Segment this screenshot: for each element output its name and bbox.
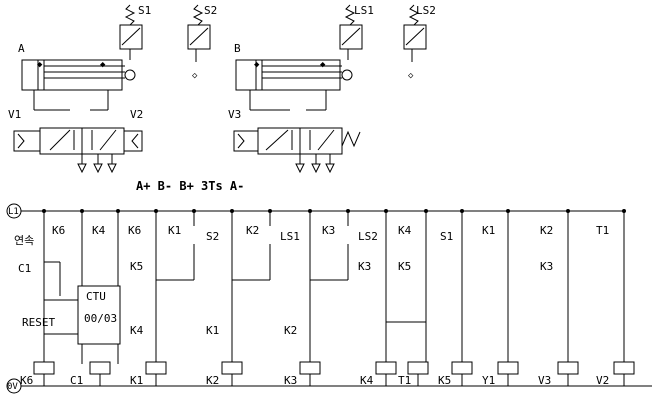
c1-contact-label: C1 (18, 262, 31, 275)
coil-box (145, 361, 167, 375)
cylinder-a: ◆ ◆ (21, 59, 136, 91)
contact-label: K3 (540, 260, 553, 273)
svg-text:◇: ◇ (192, 71, 198, 81)
rail-l1 (6, 203, 624, 219)
limit-switch-ls1 (339, 4, 363, 60)
coil-label: Y1 (482, 374, 495, 387)
counter-value: 00/03 (84, 312, 117, 325)
valve-v3-label: V3 (228, 108, 241, 121)
valve-v2-label: V2 (130, 108, 143, 121)
coil-label: K2 (206, 374, 219, 387)
counter-block (77, 285, 121, 345)
coil-label: V3 (538, 374, 551, 387)
rail-0v-label: 0V (7, 382, 18, 392)
coil-label: T1 (398, 374, 411, 387)
contact-label: K2 (246, 224, 259, 237)
switch-s1-label: S1 (138, 4, 151, 17)
switch-ls1-label: LS1 (354, 4, 374, 17)
coil-box (407, 361, 429, 375)
coil-label: C1 (70, 374, 83, 387)
coil-box (497, 361, 519, 375)
contact-label: K1 (482, 224, 495, 237)
switch-s2-label: S2 (204, 4, 217, 17)
contact-label: K1 (168, 224, 181, 237)
sequence-label: A+ B- B+ 3Ts A- (136, 179, 244, 193)
contact-label: K5 (130, 260, 143, 273)
contact-label: S1 (440, 230, 453, 243)
coils (33, 361, 635, 386)
contact-label: K6 (128, 224, 141, 237)
contact-label: K1 (206, 324, 219, 337)
contact-label: K6 (52, 224, 65, 237)
start-label: 연속 (14, 234, 34, 247)
limit-switch-s1 (119, 4, 143, 60)
svg-text:◆: ◆ (100, 60, 106, 70)
contact-label: K4 (398, 224, 412, 237)
contact-label: LS1 (280, 230, 300, 243)
cylinder-b-label: B (234, 42, 241, 55)
coil-label: K3 (284, 374, 297, 387)
coil-box (613, 361, 635, 375)
coil-label: K6 (20, 374, 33, 387)
contact-label: S2 (206, 230, 219, 243)
contact-label: K4 (130, 324, 144, 337)
svg-text:◇: ◇ (408, 71, 414, 81)
limit-switch-ls2: ◇ (403, 4, 427, 81)
contact-label: LS2 (358, 230, 378, 243)
reset-label: RESET (22, 316, 55, 329)
svg-text:◆: ◆ (254, 60, 260, 70)
valve-b (233, 90, 361, 174)
valve-a (13, 90, 143, 174)
cylinder-b: ◆ ◆ (235, 59, 353, 91)
contact-label: K3 (322, 224, 335, 237)
coil-label: K1 (130, 374, 143, 387)
svg-text:◆: ◆ (320, 60, 326, 70)
coil-label: K5 (438, 374, 451, 387)
switch-ls2-label: LS2 (416, 4, 436, 17)
counter-name: CTU (86, 290, 106, 303)
coil-box (451, 361, 473, 375)
coil-box (33, 361, 55, 375)
coil-box (299, 361, 321, 375)
contact-label: K2 (284, 324, 297, 337)
coil-label: V2 (596, 374, 609, 387)
valve-v1-label: V1 (8, 108, 21, 121)
svg-text:◆: ◆ (37, 60, 43, 70)
cylinder-a-label: A (18, 42, 25, 55)
rail-0v (6, 378, 652, 394)
coil-box (375, 361, 397, 375)
coil-box (557, 361, 579, 375)
contact-label: K2 (540, 224, 553, 237)
coil-box (89, 361, 111, 375)
coil-label: K4 (360, 374, 374, 387)
rail-l1-label: L1 (8, 207, 19, 217)
contact-label: K4 (92, 224, 106, 237)
contact-label: K3 (358, 260, 371, 273)
contact-label: T1 (596, 224, 609, 237)
coil-box (221, 361, 243, 375)
limit-switch-s2: ◇ (187, 4, 211, 81)
contact-label: K5 (398, 260, 411, 273)
